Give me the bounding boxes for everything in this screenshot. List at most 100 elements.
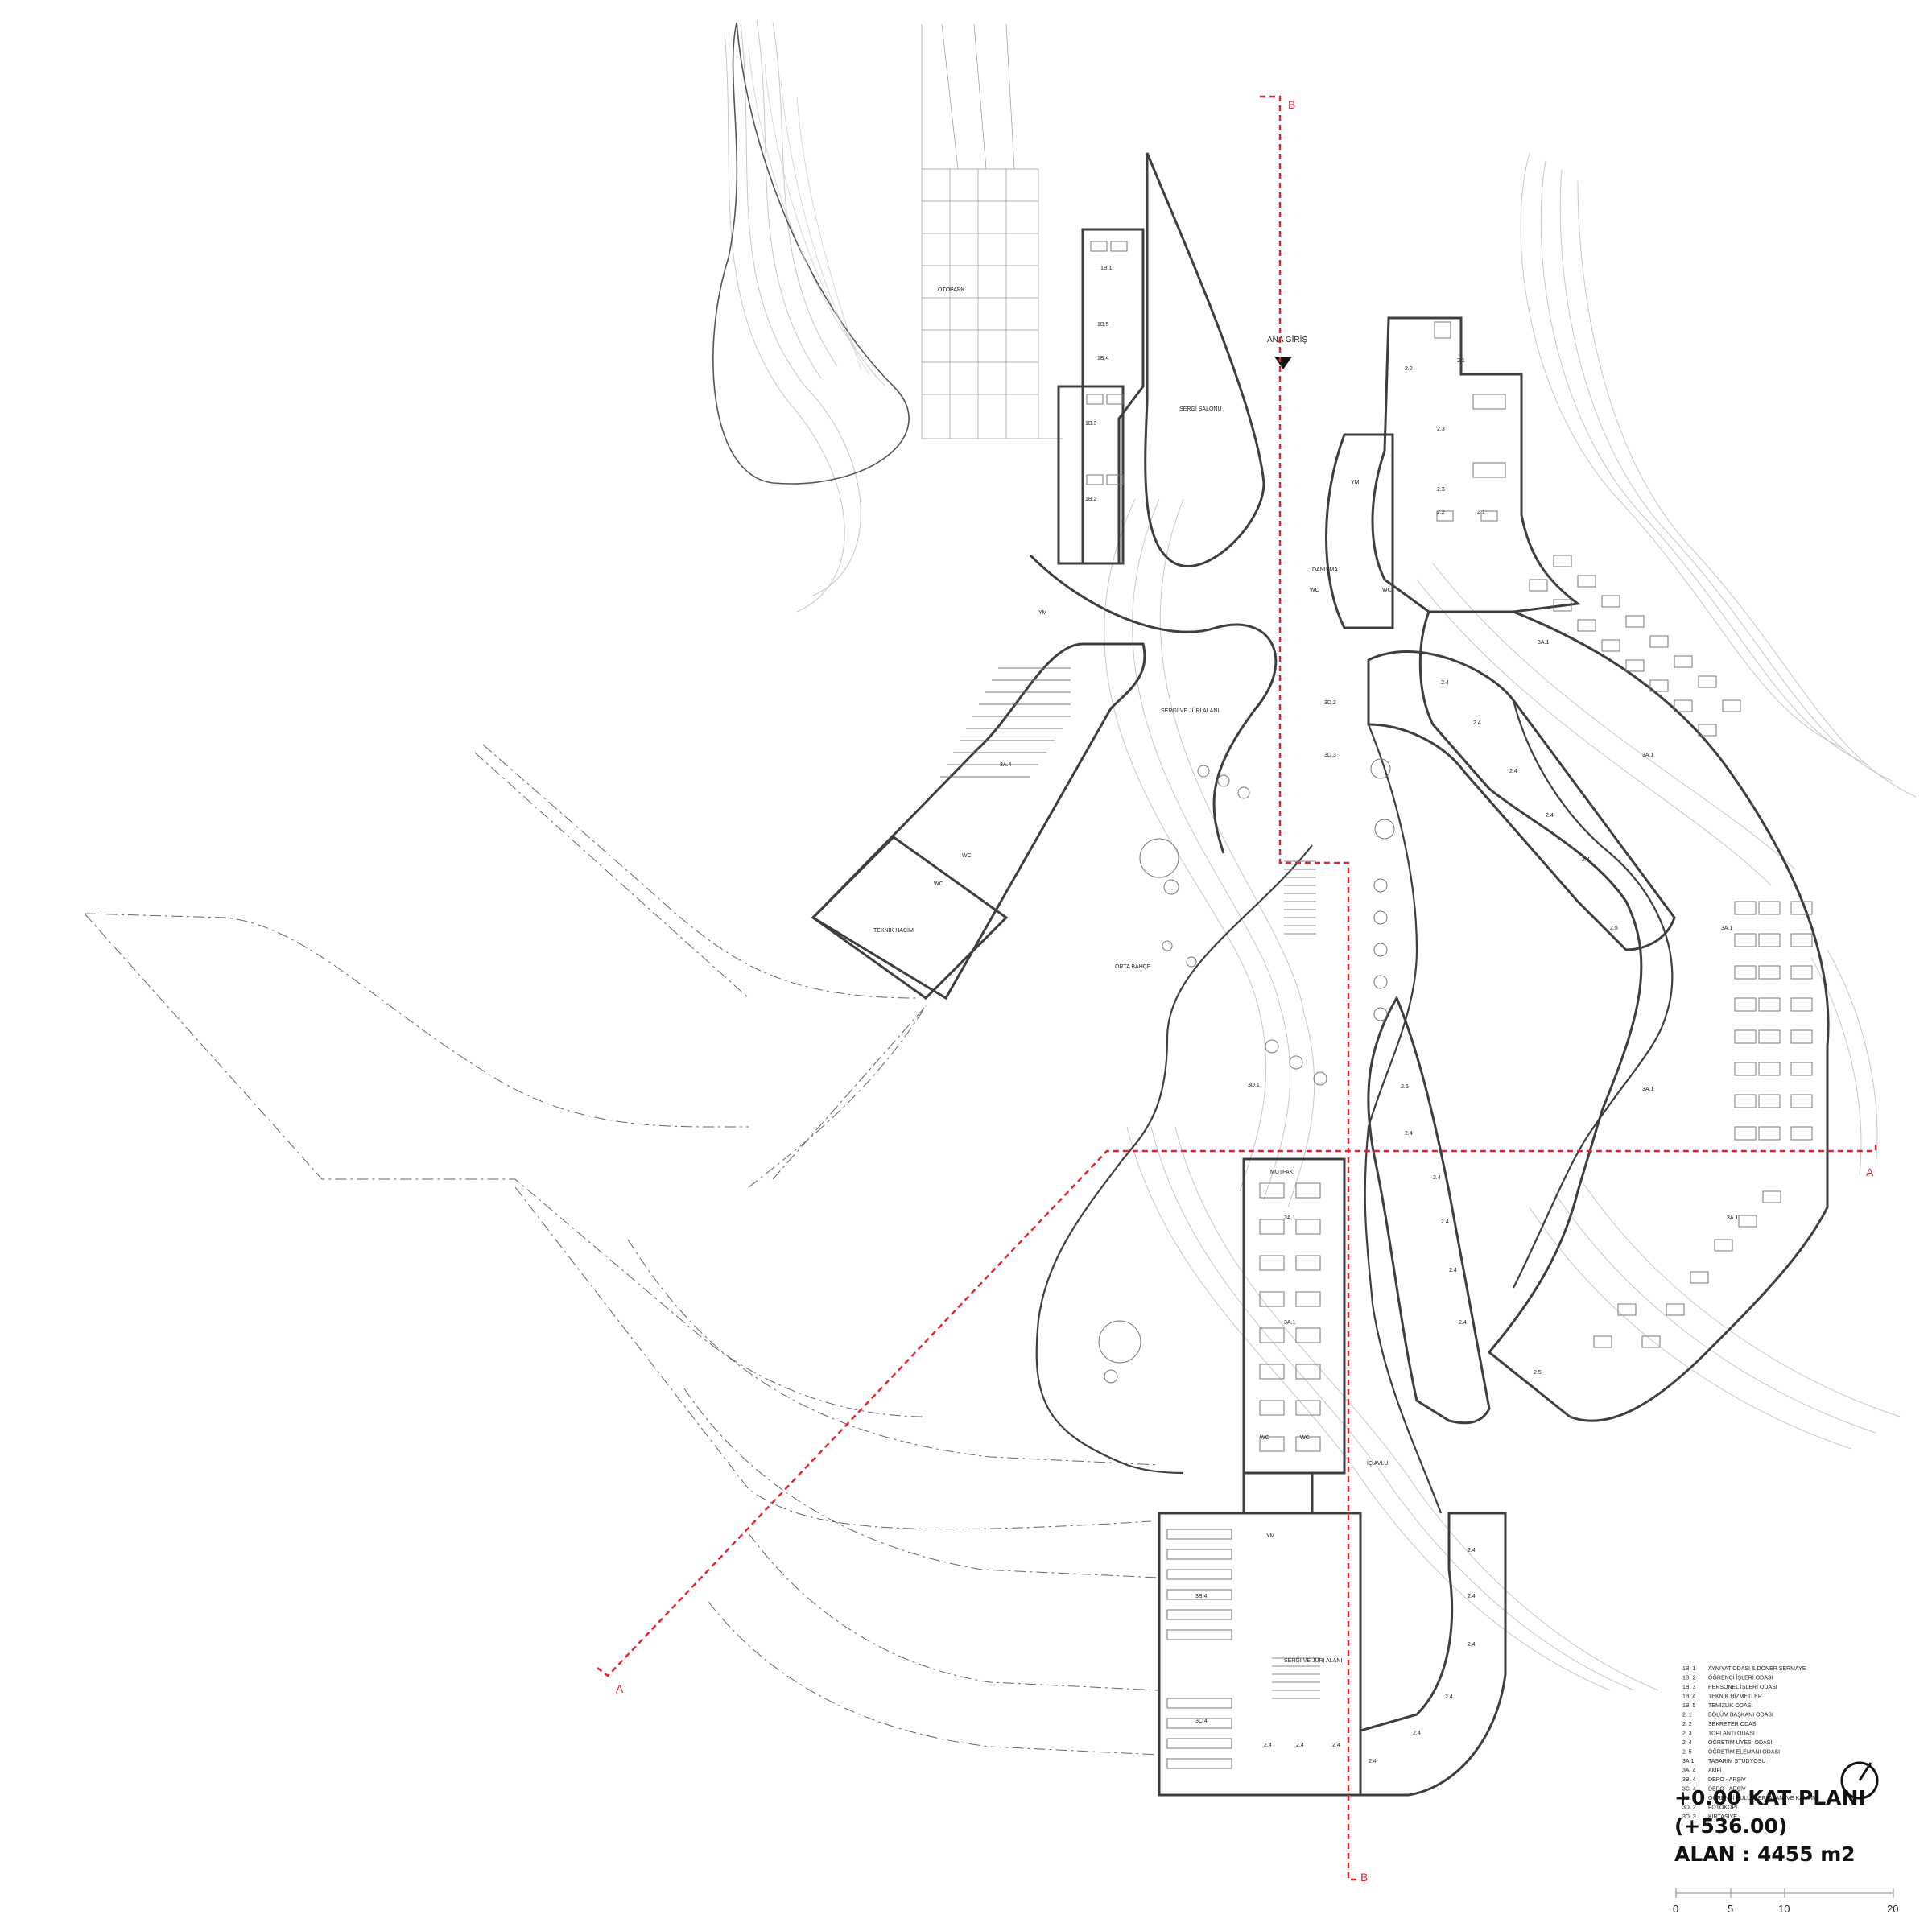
scale-bar: 0 5 10 20 xyxy=(1673,1888,1898,1915)
legend-name: PERSONEL İŞLERİ ODASI xyxy=(1708,1683,1777,1690)
legend-name: TEMİZLİK ODASI xyxy=(1708,1702,1752,1709)
room-label-24-8: 2.4 xyxy=(1509,769,1517,774)
room-label-21b: 2.1 xyxy=(1477,510,1485,515)
title-line-1: +0.00 KAT PLANI xyxy=(1674,1786,1866,1809)
wc-label-4: WC xyxy=(1382,588,1392,593)
wc-label-2: WC xyxy=(934,881,943,887)
legend-name: ÖĞRENCİ İŞLERİ ODASI xyxy=(1708,1674,1773,1681)
ym-label-left: YM xyxy=(1038,610,1047,616)
room-label-1b1: 1B.1 xyxy=(1100,266,1113,271)
room-label-3a1-f: 3A.1 xyxy=(1284,1215,1296,1221)
wc-label-1: WC xyxy=(962,853,972,859)
room-label-25c: 2.5 xyxy=(1534,1370,1542,1376)
legend-name: DEPO - ARŞİV xyxy=(1708,1785,1746,1793)
legend-code: 3D. 1 xyxy=(1682,1796,1696,1801)
legend-code: 1B. 2 xyxy=(1682,1676,1695,1681)
legend-name: TASARIM STÜDYOSU xyxy=(1708,1758,1765,1764)
entrance-label: ANA GİRİŞ xyxy=(1267,334,1307,345)
scale-label-5: 5 xyxy=(1728,1903,1733,1915)
room-label-23b: 2.3 xyxy=(1437,487,1445,493)
room-label-3a1-d: 3A.1 xyxy=(1642,1087,1654,1092)
room-label-1b3: 1B.3 xyxy=(1085,421,1097,427)
legend-code: 2. 4 xyxy=(1682,1740,1692,1746)
wc-label-3: WC xyxy=(1310,588,1319,593)
room-label-21a: 2.1 xyxy=(1457,358,1465,364)
legend-name: BÖLÜM BAŞKANI ODASI xyxy=(1708,1712,1773,1719)
legend-name: KIRTASİYE xyxy=(1708,1813,1737,1820)
section-mark-b-bottom: B xyxy=(1360,1871,1368,1884)
title-line-2: (+536.00) xyxy=(1674,1814,1787,1838)
room-label-3a1-c: 3A.1 xyxy=(1721,926,1733,931)
room-label-22b: 2.2 xyxy=(1437,510,1445,515)
scale-label-20: 20 xyxy=(1887,1903,1898,1915)
ym-label-top: YM xyxy=(1351,480,1360,485)
legend-name: SEKRETER ODASI xyxy=(1708,1722,1758,1727)
scale-label-0: 0 xyxy=(1673,1903,1678,1915)
room-label-24-16: 2.4 xyxy=(1368,1759,1377,1764)
room-label-24-6: 2.4 xyxy=(1441,680,1449,686)
legend-code: 1B. 3 xyxy=(1682,1685,1695,1690)
room-label-24-1: 2.4 xyxy=(1405,1131,1413,1137)
room-label-24-11: 2.4 xyxy=(1468,1548,1476,1553)
sergi-juri-label-2: SERGİ VE JÜRİ ALANI xyxy=(1284,1657,1342,1664)
room-label-24-10: 2.4 xyxy=(1582,857,1590,863)
legend-name: AMFİ xyxy=(1708,1767,1722,1774)
otopark-area: OTOPARK xyxy=(712,22,1063,485)
section-mark-a-left: A xyxy=(616,1682,624,1695)
legend-name: FOTOKOPİ xyxy=(1708,1804,1737,1811)
sergi-juri-label: SERGİ VE JÜRİ ALANI xyxy=(1161,707,1219,714)
section-line-a xyxy=(597,1143,1877,1677)
room-label-22a: 2.2 xyxy=(1405,366,1413,372)
ic-avlu-label: İÇ AVLU xyxy=(1367,1459,1388,1467)
room-label-24-13: 2.4 xyxy=(1468,1642,1476,1648)
legend-code: 2. 1 xyxy=(1682,1713,1692,1719)
room-label-25b: 2.5 xyxy=(1610,926,1618,931)
section-mark-labels: B B A A xyxy=(616,98,1874,1884)
room-label-1b4: 1B.4 xyxy=(1097,356,1109,361)
room-label-3d1: 3D.1 xyxy=(1248,1083,1260,1088)
room-label-3d3: 3D.3 xyxy=(1324,753,1336,758)
otopark-label: OTOPARK xyxy=(938,287,965,293)
room-label-3a1-b: 3A.1 xyxy=(1642,753,1654,758)
section-mark-a-right: A xyxy=(1866,1166,1874,1178)
mutfak-label: MUTFAK xyxy=(1270,1170,1294,1175)
section-lines xyxy=(597,95,1877,1881)
entrance-arrow-icon xyxy=(1274,357,1292,369)
site-road-outlines xyxy=(84,744,1160,1756)
room-label-23a: 2.3 xyxy=(1437,427,1445,432)
room-labels: 1B.1 1B.5 1B.4 1B.3 1B.2 SERGİ SALONU SE… xyxy=(873,266,1739,1764)
legend-code: 1B. 1 xyxy=(1682,1666,1695,1672)
main-entrance: ANA GİRİŞ xyxy=(1267,334,1307,369)
legend-code: 3A.1 xyxy=(1682,1759,1695,1764)
room-label-3a4: 3A.4 xyxy=(1000,762,1012,768)
room-label-24-9: 2.4 xyxy=(1546,813,1554,819)
room-label-3a1-g: 3A.1 xyxy=(1284,1320,1296,1326)
room-label-24-2: 2.4 xyxy=(1433,1175,1441,1181)
contour-lines xyxy=(724,19,1917,1691)
room-label-3d2: 3D.2 xyxy=(1324,700,1336,706)
legend-code: 1B. 4 xyxy=(1682,1694,1695,1700)
north-arrow-icon xyxy=(1840,1761,1879,1800)
legend-name: TOPLANTI ODASI xyxy=(1708,1731,1755,1737)
legend-code: 2. 2 xyxy=(1682,1722,1692,1727)
teknik-hacim-label: TEKNİK HACİM xyxy=(873,926,914,934)
legend-code: 3C. 4 xyxy=(1682,1787,1696,1793)
room-label-3a1-e: 3A.1 xyxy=(1727,1215,1739,1221)
legend-name: DEPO - ARŞİV xyxy=(1708,1776,1746,1783)
room-label-24-14: 2.4 xyxy=(1445,1694,1453,1700)
room-label-3c4: 3C.4 xyxy=(1195,1719,1208,1724)
building-walls xyxy=(811,152,1830,1797)
legend-code: 3A. 4 xyxy=(1682,1768,1695,1774)
legend-code: 2. 3 xyxy=(1682,1731,1692,1737)
room-label-24-3: 2.4 xyxy=(1441,1219,1449,1225)
orta-bahce-label: ORTA BAHÇE xyxy=(1115,964,1151,970)
room-label-1b5: 1B.5 xyxy=(1097,322,1109,328)
room-label-25a: 2.5 xyxy=(1401,1084,1409,1090)
legend-name: TEKNİK HİZMETLER xyxy=(1708,1693,1762,1700)
studio-tables xyxy=(940,241,1813,1769)
legend-code: 2. 5 xyxy=(1682,1750,1692,1756)
wc-label-5: WC xyxy=(1260,1435,1269,1441)
scale-label-10: 10 xyxy=(1778,1903,1790,1915)
